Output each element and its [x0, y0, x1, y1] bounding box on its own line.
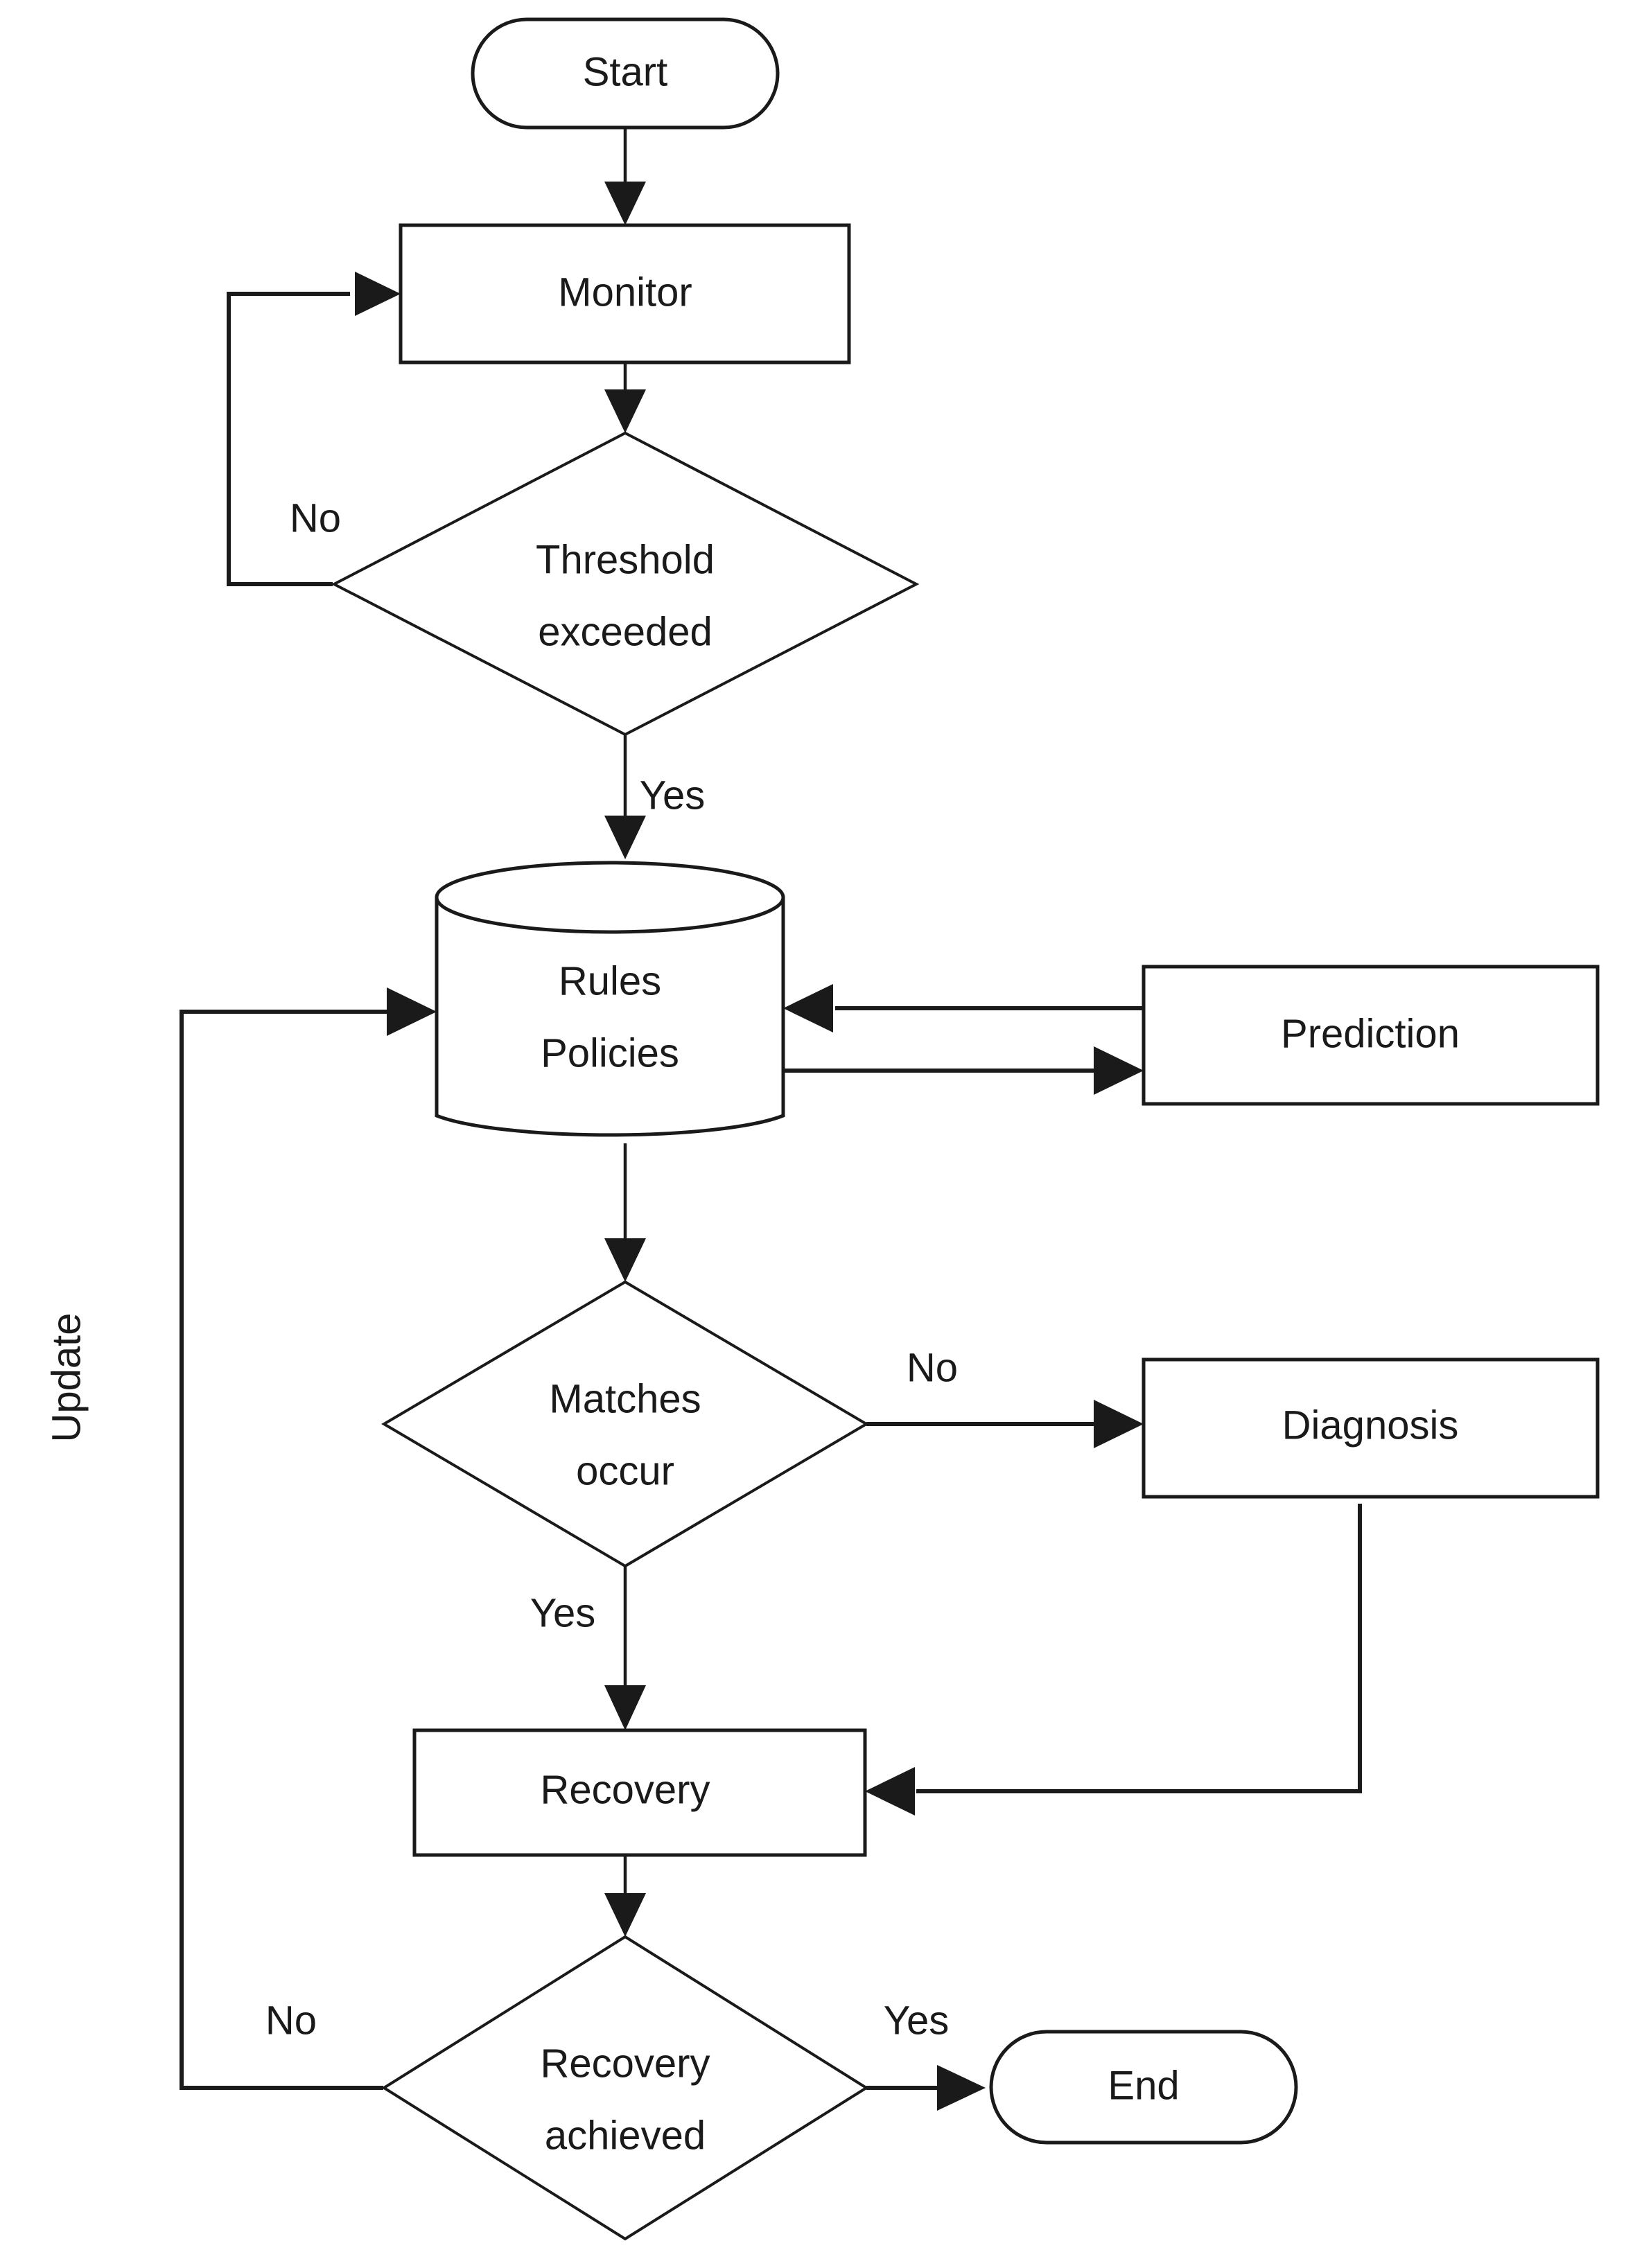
node-threshold-exceeded[interactable]: Threshold exceeded [331, 431, 920, 737]
edge-start-to-monitor [604, 128, 646, 225]
node-recovery[interactable]: Recovery [412, 1728, 867, 1857]
node-recovery-label: Recovery [541, 1767, 710, 1812]
node-prediction-label: Prediction [1281, 1011, 1460, 1056]
node-diagnosis[interactable]: Diagnosis [1142, 1357, 1600, 1499]
node-rules-policies-label-line2: Policies [541, 1030, 679, 1075]
edge-monitor-to-threshold [604, 362, 646, 433]
edge-threshold-no-to-monitor [227, 272, 401, 586]
edge-label-recovery-no: No [265, 1998, 317, 2043]
edge-label-update: Update [44, 1312, 89, 1442]
node-end[interactable]: End [989, 2030, 1298, 2145]
node-matches-label-line1: Matches [549, 1376, 701, 1421]
node-end-label: End [1108, 2063, 1179, 2108]
node-matches-occur[interactable]: Matches occur [381, 1280, 869, 1568]
node-rules-policies-label-line1: Rules [559, 958, 661, 1003]
edge-recovery-no-update-to-rules [180, 987, 437, 2090]
node-rules-policies[interactable]: Rules Policies [435, 861, 785, 1137]
node-monitor-label: Monitor [558, 270, 692, 315]
node-recovery-achieved[interactable]: Recovery achieved [381, 1935, 869, 2241]
node-monitor[interactable]: Monitor [399, 223, 851, 364]
edge-label-recovery-yes: Yes [884, 1998, 950, 2043]
node-matches-label-line2: occur [576, 1448, 674, 1493]
node-diagnosis-label: Diagnosis [1282, 1403, 1459, 1448]
node-recovery-achieved-label-line2: achieved [545, 2113, 706, 2158]
edge-matches-no-to-diagnosis [866, 1400, 1144, 1448]
edge-matches-yes-to-recovery [604, 1566, 646, 1730]
edge-label-threshold-no: No [290, 495, 341, 540]
edge-recovery-to-recovery-achieved [604, 1852, 646, 1937]
edge-threshold-yes-to-rules [604, 735, 646, 859]
edge-rules-to-matches [604, 1143, 646, 1282]
edge-diagnosis-to-recovery [865, 1504, 1362, 1816]
node-threshold-label-line2: exceeded [538, 609, 713, 654]
node-recovery-achieved-label-line1: Recovery [541, 2041, 710, 2086]
edge-label-threshold-yes: Yes [640, 773, 706, 818]
edge-recovery-yes-to-end [866, 2065, 986, 2111]
edge-rules-to-prediction [783, 1046, 1144, 1095]
node-prediction[interactable]: Prediction [1142, 965, 1600, 1106]
node-threshold-label-line1: Threshold [536, 537, 715, 582]
node-start[interactable]: Start [471, 17, 780, 130]
edge-label-matches-yes: Yes [530, 1590, 596, 1635]
edge-prediction-to-rules [783, 984, 1144, 1032]
node-start-label: Start [583, 49, 668, 94]
edge-label-matches-no: No [907, 1345, 958, 1390]
